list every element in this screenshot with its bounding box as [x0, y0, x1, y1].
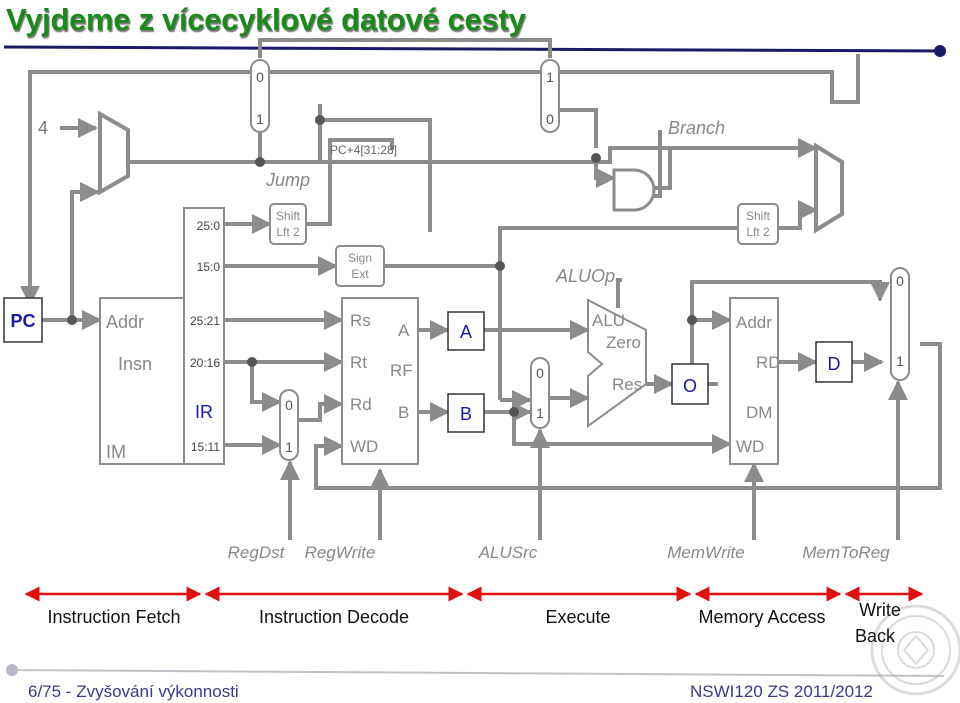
- alusrc-mux-0: 0: [536, 365, 544, 381]
- footer-rule: [6, 664, 945, 677]
- branch-mux-1: 1: [546, 69, 554, 85]
- boxes: [3, 203, 853, 465]
- jump-mux-0: 0: [256, 69, 264, 85]
- pc-register: [3, 297, 43, 343]
- instruction-memory: [99, 297, 185, 465]
- rf-rd-label: Rd: [350, 395, 372, 414]
- regdst-mux-0: 0: [285, 397, 293, 413]
- control-alusrc: ALUSrc: [478, 543, 538, 562]
- rf-wd-label: WD: [350, 437, 378, 456]
- rf-rs-label: Rs: [350, 311, 371, 330]
- dm-rd-label: RD: [756, 353, 781, 372]
- reg-a-label: A: [460, 322, 472, 342]
- slide-title: Vyjdeme z vícecyklové datové cesty: [6, 2, 526, 37]
- reg-o-label: O: [683, 376, 697, 396]
- control-memwrite: MemWrite: [667, 543, 744, 562]
- dm-addr-label: Addr: [736, 313, 772, 332]
- university-seal-watermark: [870, 604, 960, 696]
- shift-left-jump-label-2: Lft 2: [276, 225, 300, 239]
- shift-left-branch-label-1: Shift: [746, 209, 771, 223]
- stage-back: Back: [855, 626, 896, 646]
- rf-rt-label: Rt: [350, 353, 367, 372]
- wires: [20, 38, 942, 540]
- a-register: [447, 311, 485, 351]
- footer-course: NSWI120 ZS 2011/2012: [690, 682, 874, 701]
- shift-left-branch: [737, 203, 779, 245]
- d-register: [815, 341, 853, 383]
- control-regdst: RegDst: [228, 543, 286, 562]
- branch-and-gate: [612, 168, 656, 212]
- regdst-mux: [279, 389, 299, 461]
- wire-junctions: [67, 115, 697, 417]
- branch-mux: [540, 59, 560, 133]
- pc-label: PC: [10, 311, 35, 331]
- ir-bits-15-0: 15:0: [197, 260, 221, 274]
- dm-wd-label: WD: [736, 437, 764, 456]
- sign-extend-label-1: Sign: [348, 251, 372, 265]
- alu: [587, 298, 647, 428]
- alu-zero-label: Zero: [606, 333, 641, 352]
- data-memory: [729, 297, 779, 465]
- control-regwrite: RegWrite: [305, 543, 376, 562]
- ir-bits-15-11: 15:11: [191, 440, 220, 454]
- register-file: [341, 297, 419, 465]
- ir-bits-25-0: 25:0: [197, 219, 221, 233]
- ir-bits-20-16: 20:16: [190, 356, 220, 370]
- stage-instruction-fetch: Instruction Fetch: [47, 607, 180, 627]
- im-addr-label: Addr: [106, 312, 144, 332]
- stage-memory-access: Memory Access: [698, 607, 825, 627]
- jump-label: Jump: [265, 170, 310, 190]
- im-label: IM: [106, 442, 126, 462]
- ir-bits-25-21: 25:21: [190, 314, 220, 328]
- instruction-register: [183, 207, 225, 465]
- reg-d-label: D: [828, 354, 841, 374]
- branch-label: Branch: [668, 118, 725, 138]
- sign-extend: [335, 245, 385, 287]
- shift-left-jump-label-1: Shift: [276, 209, 301, 223]
- memtoreg-mux: [890, 267, 910, 381]
- im-insn-label: Insn: [118, 354, 152, 374]
- branch-mux-0: 0: [546, 111, 554, 127]
- constant-four: 4: [38, 118, 48, 138]
- regdst-mux-1: 1: [285, 439, 293, 455]
- footer-slide-number: 6/75 - Zvyšování výkonnosti: [28, 682, 239, 701]
- rf-a-label: A: [398, 321, 410, 340]
- alusrc-mux: [530, 357, 550, 429]
- pc-plus4-label: PC+4[31:28]: [330, 143, 397, 157]
- control-memtoreg: MemToReg: [802, 543, 890, 562]
- jump-mux: [250, 59, 270, 133]
- pc-adder: [98, 110, 130, 196]
- branch-adder: [814, 142, 844, 234]
- alu-label: ALU: [592, 311, 625, 330]
- sign-extend-label-2: Ext: [351, 267, 369, 281]
- memtoreg-mux-1: 1: [896, 353, 904, 369]
- rf-b-label: B: [398, 403, 409, 422]
- jump-mux-1: 1: [256, 111, 264, 127]
- b-register: [447, 393, 485, 433]
- dm-label: DM: [746, 403, 772, 422]
- alu-res-label: Res: [612, 375, 642, 394]
- reg-b-label: B: [460, 404, 472, 424]
- stage-execute: Execute: [545, 607, 610, 627]
- alusrc-mux-1: 1: [536, 405, 544, 421]
- shift-left-jump: [269, 203, 307, 245]
- stage-instruction-decode: Instruction Decode: [259, 607, 409, 627]
- o-register: [671, 363, 709, 405]
- rf-label: RF: [390, 361, 413, 380]
- memtoreg-mux-0: 0: [896, 273, 904, 289]
- ir-label: IR: [195, 402, 213, 422]
- aluop-label: ALUOp: [555, 266, 615, 286]
- shift-left-branch-label-2: Lft 2: [746, 225, 770, 239]
- stage-write: Write: [859, 600, 901, 620]
- muxes: [250, 59, 910, 461]
- title-underline: [3, 45, 946, 57]
